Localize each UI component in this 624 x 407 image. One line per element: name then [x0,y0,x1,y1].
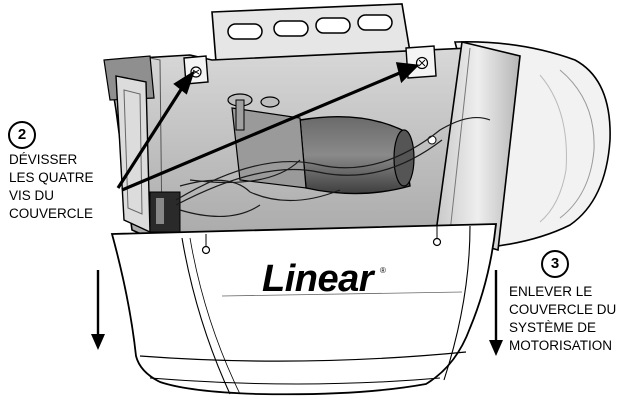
step-3-line: SYSTÈME DE [509,320,597,335]
brand-logo: Linear [262,258,374,300]
step-2-line: COUVERCLE [9,206,94,221]
cover-screw-hole [201,245,211,255]
rail-panel [427,41,521,252]
step-2-line: LES QUATRE [9,170,94,185]
mounting-bracket [211,3,411,63]
bracket-slot [273,20,309,37]
bracket-slot [227,23,263,40]
opener-cover [110,223,498,396]
step-3-line: ENLEVER LE [509,284,593,299]
bracket-slot [315,17,351,34]
cover-screw-hole [432,237,442,247]
step-2-instruction: DÉVISSER LES QUATRE VIS DU COUVERCLE [9,151,94,223]
step-3-line: COUVERCLE DU [509,302,617,317]
down-arrow-right [489,270,503,356]
step-3-line: MOTORISATION [509,338,613,353]
step-3-instruction: ENLEVER LE COUVERCLE DU SYSTÈME DE MOTOR… [509,283,616,355]
terminal-block [149,191,181,233]
wiring [175,117,491,217]
screw-indicator-arrows [116,62,420,192]
bracket-slot [357,14,393,31]
step-2-line: VIS DU [9,188,55,203]
left-side-frame [115,75,181,234]
step-2-line: DÉVISSER [9,152,78,167]
step-2-badge: 2 [8,121,36,149]
registered-mark: ® [380,266,386,275]
down-arrow-left [91,270,105,350]
step-3-badge: 3 [541,250,569,278]
